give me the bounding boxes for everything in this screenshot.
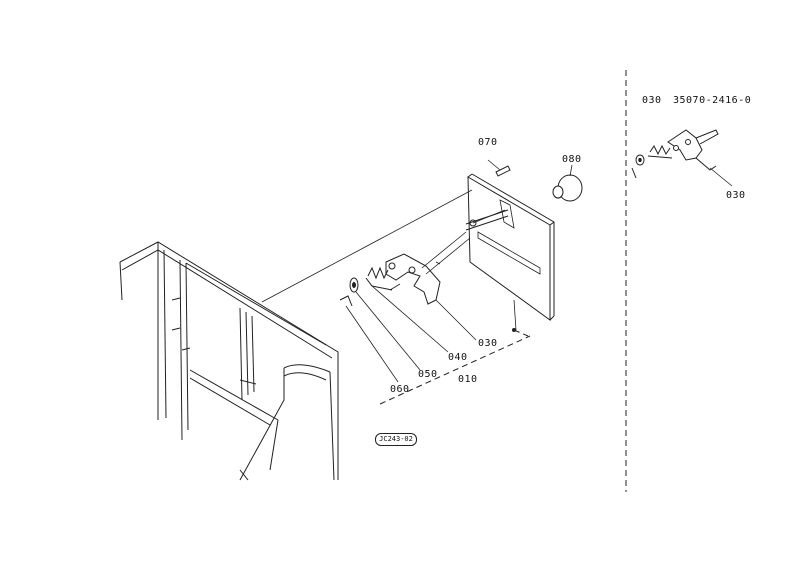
callout-060: 060	[390, 384, 410, 395]
callout-030: 030	[478, 338, 498, 349]
part-ref-number: 030	[642, 95, 662, 106]
callout-070: 070	[478, 137, 498, 148]
leader-040	[371, 285, 449, 353]
figure-code-badge: JC243-02	[375, 433, 417, 446]
leader-060	[345, 305, 399, 383]
leader-050	[355, 291, 421, 371]
inset-sub-assembly	[631, 129, 733, 187]
mounting-plate	[467, 173, 555, 321]
washer-050	[349, 277, 359, 293]
cab-frame	[119, 241, 339, 481]
callout-080: 080	[562, 154, 582, 165]
assembly-bracket	[379, 335, 531, 405]
callout-inset-030: 030	[726, 190, 746, 201]
latch-lever-030	[385, 231, 471, 305]
callout-010: 010	[458, 374, 478, 385]
bolt-070	[487, 159, 511, 177]
leader-plate-to-cab	[261, 189, 473, 303]
callout-040: 040	[448, 352, 468, 363]
leader-plate-010	[513, 299, 517, 331]
pin-060	[339, 295, 353, 307]
knob-080	[552, 164, 583, 202]
part-number: 35070-2416-0	[673, 95, 752, 106]
callout-050: 050	[418, 369, 438, 380]
leader-030	[435, 299, 477, 341]
